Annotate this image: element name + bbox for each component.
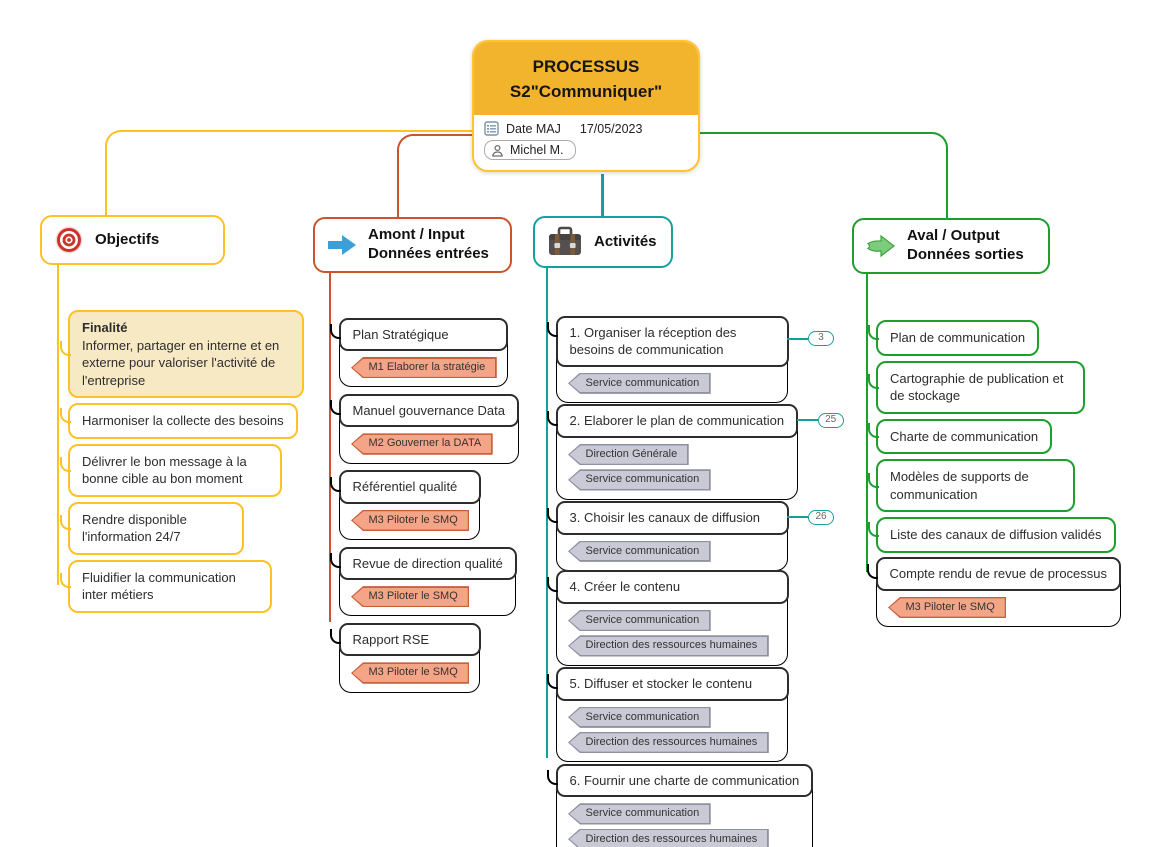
process-tag[interactable]: M3 Piloter le SMQ (351, 509, 470, 532)
branch-activites[interactable]: Activités (533, 216, 673, 268)
role-tag[interactable]: Service communication (568, 372, 711, 394)
objective-item[interactable]: Fluidifier la communication inter métier… (60, 559, 272, 614)
root-title: PROCESSUS S2"Communiquer" (474, 42, 698, 116)
author-pill[interactable]: Michel M. (484, 140, 577, 161)
branch-amont-label: Amont / Input Données entrées (368, 226, 489, 262)
branch-amont[interactable]: Amont / Input Données entrées (313, 217, 512, 273)
branch-activites-label: Activités (594, 232, 657, 250)
process-tag[interactable]: M3 Piloter le SMQ (351, 586, 470, 608)
output-item[interactable]: Plan de communication (867, 320, 1040, 356)
person-icon (491, 144, 504, 157)
briefcase-icon (547, 226, 583, 258)
connector-root-aval (699, 132, 948, 218)
input-item[interactable]: Manuel gouvernance Data M2 Gouverner la … (330, 393, 519, 464)
input-item[interactable]: Plan Stratégique M1 Elaborer la stratégi… (330, 317, 509, 388)
role-tag[interactable]: Direction Générale (568, 443, 689, 466)
activity-item[interactable]: 2. Elaborer le plan de communication Dir… (547, 404, 844, 500)
output-item[interactable]: Compte rendu de revue de processus M3 Pi… (867, 557, 1122, 628)
green-arrow-icon (866, 234, 896, 258)
output-item-title[interactable]: Compte rendu de revue de processus (875, 557, 1122, 591)
output-item[interactable]: Modèles de supports de communication (868, 459, 1075, 513)
role-tag[interactable]: Direction des ressources humaines (568, 635, 769, 657)
activity-title[interactable]: 4. Créer le contenu (555, 570, 789, 604)
date-maj-value: 17/05/2023 (579, 121, 643, 136)
process-tag[interactable]: M3 Piloter le SMQ (351, 662, 470, 684)
blue-arrow-icon (327, 233, 357, 257)
activity-title[interactable]: 3. Choisir les canaux de diffusion (555, 501, 789, 535)
activity-title[interactable]: 6. Fournir une charte de communication (555, 763, 814, 798)
output-item[interactable]: Charte de communication (867, 418, 1053, 455)
input-item-title[interactable]: Référentiel qualité (338, 470, 481, 504)
role-tag[interactable]: Service communication (568, 469, 711, 491)
objective-item[interactable]: Rendre disponible l'information 24/7 (60, 501, 244, 555)
input-item-title[interactable]: Plan Stratégique (338, 317, 509, 352)
branch-aval[interactable]: Aval / Output Données sorties (852, 218, 1050, 274)
activity-item[interactable]: 6. Fournir une charte de communication S… (547, 763, 814, 847)
list-icon (484, 121, 499, 136)
branch-objectifs[interactable]: Objectifs (40, 215, 225, 265)
finalite-body: Informer, partager en interne et en exte… (82, 337, 280, 388)
activity-item[interactable]: 4. Créer le contenu Service communicatio… (547, 570, 789, 666)
process-tag[interactable]: M1 Elaborer la stratégie (351, 357, 497, 379)
target-icon (54, 225, 84, 255)
input-item-title[interactable]: Manuel gouvernance Data (338, 393, 519, 428)
output-item[interactable]: Liste des canaux de diffusion validés (868, 517, 1116, 553)
topic-count-badge[interactable]: 25 (796, 412, 844, 428)
activity-item[interactable]: 3. Choisir les canaux de diffusion Servi… (547, 501, 834, 571)
role-tag[interactable]: Direction des ressources humaines (568, 731, 769, 754)
trunk-objectifs (57, 265, 59, 585)
role-tag[interactable]: Service communication (568, 609, 711, 632)
activity-item[interactable]: 5. Diffuser et stocker le contenu Servic… (547, 667, 789, 763)
input-item-title[interactable]: Revue de direction qualité (338, 546, 517, 581)
root-topic[interactable]: PROCESSUS S2"Communiquer" Date MAJ 17/05… (472, 40, 700, 172)
objective-item[interactable]: Délivrer le bon message à la bonne cible… (60, 443, 282, 497)
connector-root-objectifs (105, 130, 472, 216)
topic-count-badge[interactable]: 26 (787, 509, 834, 525)
author-name: Michel M. (510, 143, 564, 158)
topic-count-badge[interactable]: 3 (787, 331, 834, 346)
connector-root-activites (601, 174, 604, 216)
trunk-amont (329, 273, 331, 622)
date-maj-label: Date MAJ (506, 121, 561, 136)
role-tag[interactable]: Direction des ressources humaines (568, 828, 769, 847)
activity-title[interactable]: 2. Elaborer le plan de communication (555, 404, 799, 438)
process-tag[interactable]: M2 Gouverner la DATA (351, 433, 493, 455)
process-tag[interactable]: M3 Piloter le SMQ (888, 596, 1007, 619)
input-item[interactable]: Rapport RSE M3 Piloter le SMQ (329, 622, 481, 693)
activity-title[interactable]: 5. Diffuser et stocker le contenu (555, 667, 789, 701)
date-maj-row[interactable]: Date MAJ 17/05/2023 (484, 121, 688, 136)
role-tag[interactable]: Service communication (568, 706, 711, 728)
connector-root-amont (397, 134, 473, 218)
objective-finalite[interactable]: Finalité Informer, partager en interne e… (60, 310, 304, 399)
activity-title[interactable]: 1. Organiser la réception des besoins de… (555, 315, 789, 367)
role-tag[interactable]: Service communication (568, 803, 711, 825)
input-item[interactable]: Référentiel qualité M3 Piloter le SMQ (329, 470, 481, 541)
output-item[interactable]: Cartographie de publication et de stocka… (868, 360, 1085, 414)
role-tag[interactable]: Service communication (568, 540, 711, 562)
finalite-title: Finalité (82, 320, 128, 335)
objective-item[interactable]: Harmoniser la collecte des besoins (60, 403, 298, 439)
branch-aval-label: Aval / Output Données sorties (907, 227, 1024, 263)
input-item[interactable]: Revue de direction qualité M3 Piloter le… (329, 546, 517, 617)
activity-item[interactable]: 1. Organiser la réception des besoins de… (547, 315, 834, 403)
input-item-title[interactable]: Rapport RSE (338, 622, 481, 657)
branch-objectifs-label: Objectifs (95, 230, 160, 248)
trunk-aval (866, 274, 868, 572)
